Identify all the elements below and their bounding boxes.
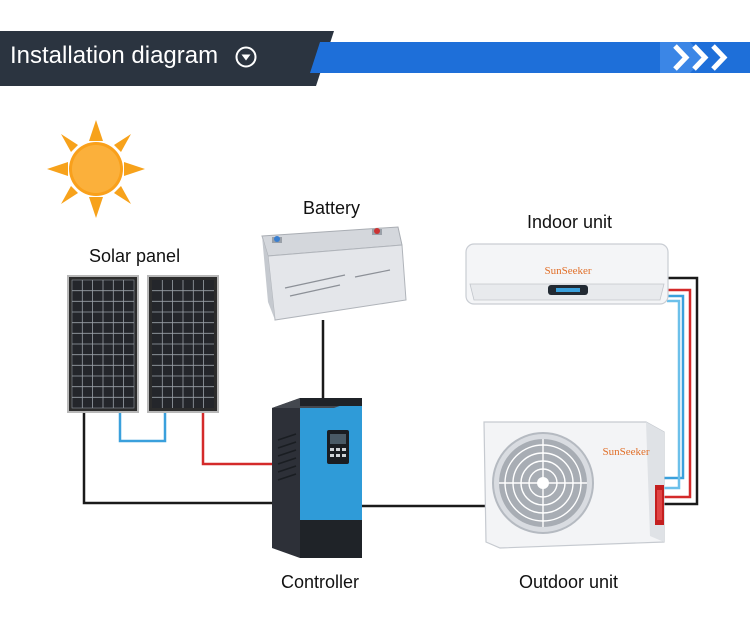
- outdoor-unit-icon: SunSeeker: [483, 421, 665, 549]
- banner-accent-band: [310, 42, 750, 73]
- battery-label: Battery: [303, 198, 361, 218]
- banner-dark-band: [0, 31, 334, 86]
- wire-indoor-outdoor-blue: [664, 294, 685, 480]
- solar-panel-label: Solar panel: [89, 246, 181, 266]
- wire-panel-negative: [82, 411, 272, 505]
- wire-panel-positive: [201, 411, 272, 466]
- outdoor-unit-label: Outdoor unit: [519, 572, 619, 592]
- wire-indoor-outdoor-red: [664, 288, 692, 499]
- header-banner: [0, 31, 750, 86]
- indoor-unit-label: Indoor unit: [527, 212, 613, 232]
- controller-label: Controller: [281, 572, 360, 592]
- page-title: Installation diagram: [10, 42, 219, 69]
- solar-panel-right: [147, 275, 219, 413]
- wire-panel-link: [118, 411, 167, 443]
- wire-indoor-outdoor-blue2: [664, 299, 681, 490]
- battery-icon: [261, 226, 407, 321]
- indoor-brand-logo: SunSeeker: [544, 265, 591, 277]
- solar-panel-left: [67, 275, 139, 413]
- outdoor-brand-logo: SunSeeker: [602, 446, 649, 458]
- banner-chevrons: [673, 44, 728, 71]
- sun-icon: [47, 120, 145, 218]
- chevron-down-circle-icon[interactable]: [235, 46, 257, 68]
- controller-icon: [272, 398, 362, 558]
- indoor-unit-icon: SunSeeker: [465, 243, 669, 305]
- wire-indoor-outdoor-black: [664, 276, 699, 506]
